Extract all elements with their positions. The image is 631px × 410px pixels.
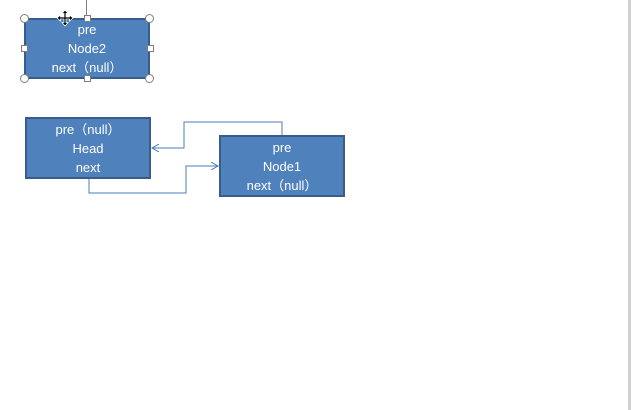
- node1-pre-label: pre: [272, 139, 292, 155]
- head-title: Head: [72, 140, 104, 156]
- head-pre-label: pre（null）: [55, 121, 121, 137]
- resize-handle-right[interactable]: [147, 45, 154, 52]
- node2-pre-label: pre: [77, 22, 97, 37]
- move-cursor-icon: [56, 9, 74, 27]
- rotation-stem: [86, 0, 87, 16]
- resize-handle-bottom-right[interactable]: [145, 74, 154, 83]
- resize-handle-bottom[interactable]: [84, 75, 91, 82]
- resize-handle-top[interactable]: [84, 15, 91, 22]
- head-next-label: next: [75, 159, 101, 175]
- node2-box[interactable]: pre Node2 next（null）: [24, 18, 150, 79]
- head-box[interactable]: pre（null） Head next: [25, 117, 151, 179]
- page-edge: [628, 0, 631, 410]
- resize-handle-top-right[interactable]: [145, 14, 154, 23]
- node2-title: Node2: [67, 41, 107, 56]
- resize-handle-top-left[interactable]: [20, 14, 29, 23]
- resize-handle-bottom-left[interactable]: [20, 74, 29, 83]
- node2-next-label: next（null）: [51, 60, 123, 75]
- node1-title: Node1: [262, 158, 302, 174]
- resize-handle-left[interactable]: [21, 45, 28, 52]
- node1-next-label: next（null）: [246, 177, 318, 193]
- node1-box[interactable]: pre Node1 next（null）: [219, 135, 345, 197]
